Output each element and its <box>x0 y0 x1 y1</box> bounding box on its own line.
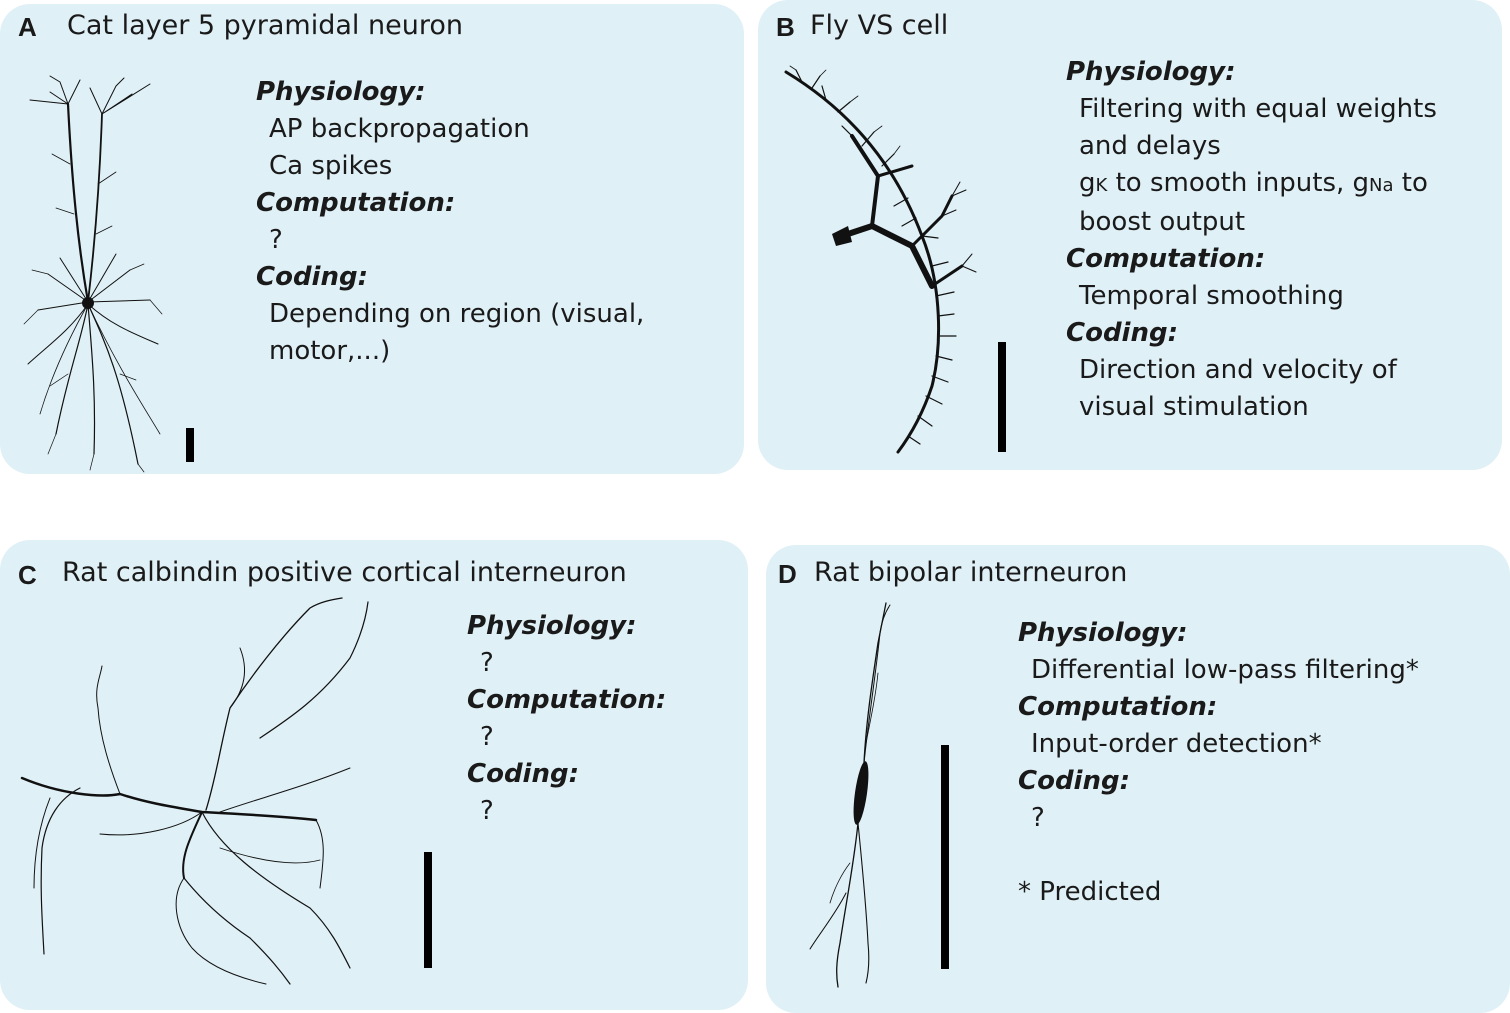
panel-d: D Rat bipolar interneuron Physiology: Di… <box>766 545 1510 1013</box>
computation-label: Computation: <box>1018 692 1218 722</box>
coding-item: motor,...) <box>269 336 391 366</box>
info-block: Physiology: AP backpropagation Ca spikes… <box>256 74 644 370</box>
computation-label: Computation: <box>467 685 667 715</box>
spacer <box>1018 837 1419 874</box>
physiology-label: Physiology: <box>256 77 426 107</box>
panel-a: A Cat layer 5 pyramidal neuron P <box>0 4 744 474</box>
conductance-symbol: g <box>1079 168 1096 198</box>
calbindin-interneuron-drawing <box>20 597 369 985</box>
coding-item: ? <box>480 796 494 826</box>
conductance-subscript: Na <box>1369 175 1394 196</box>
pyramidal-neuron-drawing <box>23 75 163 473</box>
coding-item: ? <box>1031 803 1045 833</box>
conductance-subscript: K <box>1095 175 1108 196</box>
scale-bar <box>424 852 432 968</box>
computation-label: Computation: <box>1066 244 1266 274</box>
physiology-item: boost output <box>1079 207 1246 237</box>
physiology-item: AP backpropagation <box>269 114 530 144</box>
computation-item: Temporal smoothing <box>1079 281 1344 311</box>
physiology-item: Filtering with equal weights <box>1079 94 1437 124</box>
physiology-item: ? <box>480 648 494 678</box>
physiology-text: to smooth inputs, g <box>1107 168 1370 198</box>
info-block: Physiology: Differential low-pass filter… <box>1018 615 1419 911</box>
panel-title: Rat bipolar interneuron <box>814 557 1128 588</box>
info-block: Physiology: Filtering with equal weights… <box>1066 54 1437 426</box>
panel-b: B Fly VS cell Physiology: Filtering with… <box>758 0 1502 470</box>
computation-item: ? <box>480 722 494 752</box>
panel-c: C Rat calbindin positive cortical intern… <box>0 540 748 1010</box>
physiology-item: Ca spikes <box>269 151 393 181</box>
physiology-label: Physiology: <box>467 611 637 641</box>
physiology-label: Physiology: <box>1066 57 1236 87</box>
computation-item: Input-order detection* <box>1031 729 1322 759</box>
coding-label: Coding: <box>256 262 368 292</box>
vs-cell-drawing <box>784 65 977 454</box>
physiology-item: and delays <box>1079 131 1221 161</box>
physiology-text: to <box>1393 168 1428 198</box>
panel-letter: B <box>776 12 795 42</box>
coding-item: visual stimulation <box>1079 392 1309 422</box>
bipolar-interneuron-drawing <box>809 602 891 988</box>
panel-title: Fly VS cell <box>810 10 949 41</box>
physiology-item: gK to smooth inputs, gNa to <box>1066 165 1437 204</box>
physiology-item: Differential low-pass filtering* <box>1031 655 1419 685</box>
scale-bar <box>186 428 194 462</box>
physiology-label: Physiology: <box>1018 618 1188 648</box>
panel-letter: A <box>18 12 37 42</box>
coding-label: Coding: <box>1066 318 1178 348</box>
computation-label: Computation: <box>256 188 456 218</box>
scale-bar <box>998 342 1006 452</box>
coding-item: Direction and velocity of <box>1079 355 1397 385</box>
panel-title: Rat calbindin positive cortical interneu… <box>62 557 627 588</box>
panel-title: Cat layer 5 pyramidal neuron <box>67 10 463 41</box>
computation-item: ? <box>269 225 283 255</box>
info-block: Physiology: ? Computation: ? Coding: ? <box>467 608 666 830</box>
coding-label: Coding: <box>467 759 579 789</box>
panel-letter: D <box>778 559 797 589</box>
scale-bar <box>941 745 949 969</box>
footnote: * Predicted <box>1018 877 1162 907</box>
coding-label: Coding: <box>1018 766 1130 796</box>
coding-item: Depending on region (visual, <box>269 299 645 329</box>
panel-letter: C <box>18 560 37 590</box>
